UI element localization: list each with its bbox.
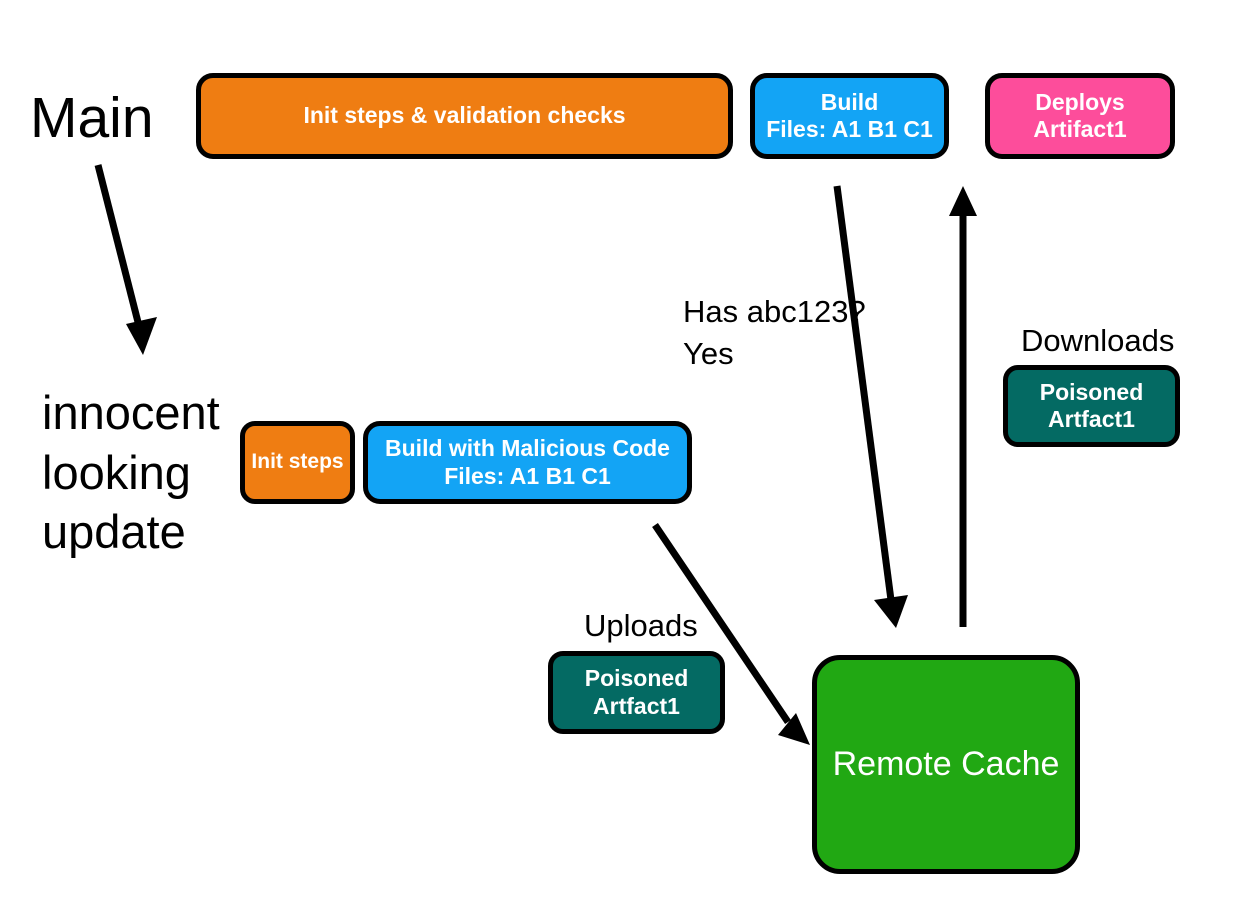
node-build-main: Build Files: A1 B1 C1 xyxy=(750,73,949,159)
node-deploys-artifact1: Deploys Artifact1 xyxy=(985,73,1175,159)
arrow-cache-to-deploys xyxy=(949,186,977,627)
node-init-steps-validation-checks: Init steps & validation checks xyxy=(196,73,733,159)
branch-label-feature: innocent looking update xyxy=(42,386,220,559)
node-remote-cache: Remote Cache xyxy=(812,655,1080,874)
node-poisoned-artifact-upload: Poisoned Artfact1 xyxy=(548,651,725,734)
downloads-label: Downloads xyxy=(1021,323,1175,358)
node-init-steps: Init steps xyxy=(240,421,355,504)
cache-query-label: Has abc123? Yes xyxy=(683,294,866,371)
uploads-label: Uploads xyxy=(584,608,698,643)
arrow-build-to-cache xyxy=(833,185,908,628)
arrow-main-to-feature xyxy=(94,164,157,355)
node-build-with-malicious-code: Build with Malicious Code Files: A1 B1 C… xyxy=(363,421,692,504)
branch-label-main: Main xyxy=(30,86,154,150)
node-poisoned-artifact-download: Poisoned Artfact1 xyxy=(1003,365,1180,447)
